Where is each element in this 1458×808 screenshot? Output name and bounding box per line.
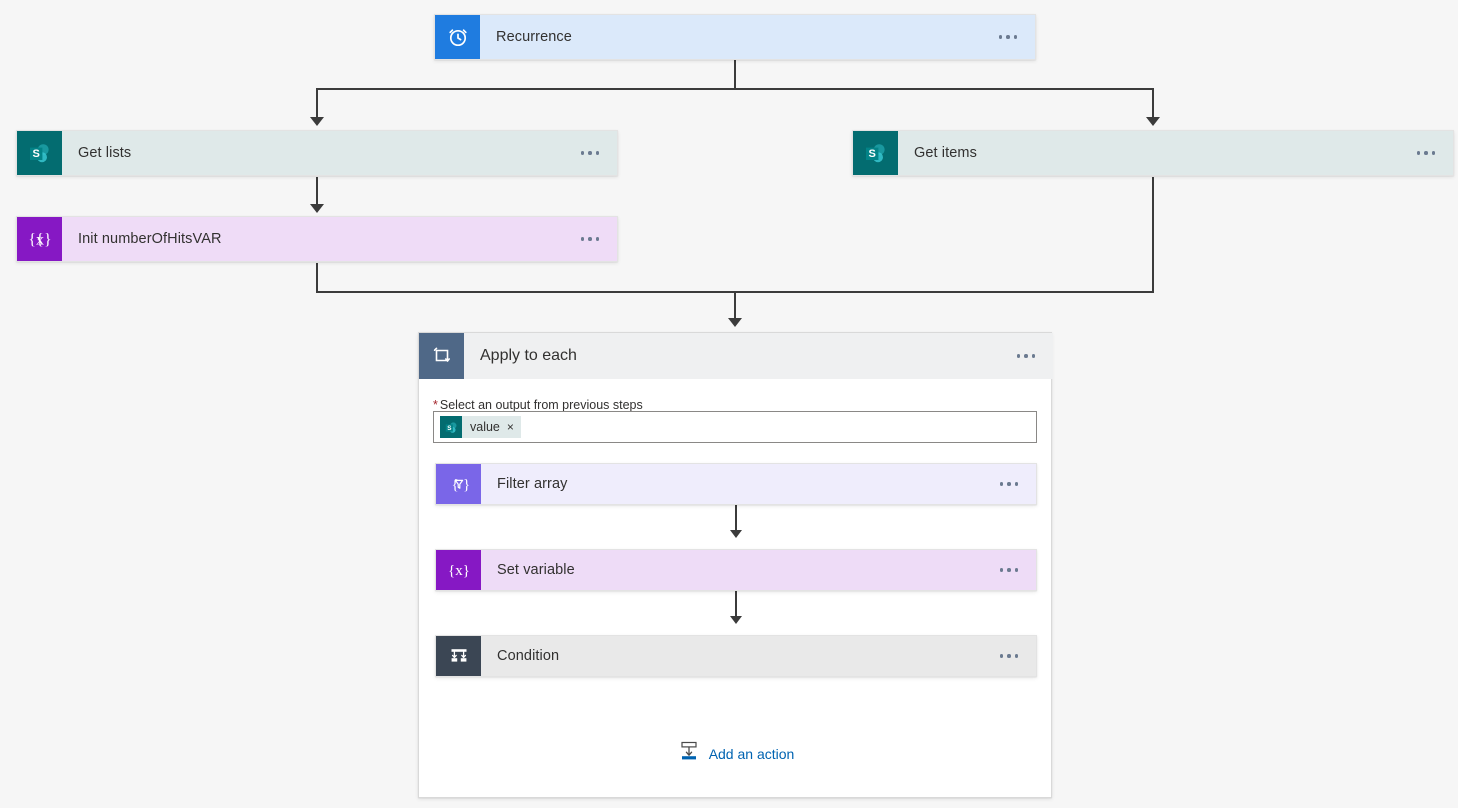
connector-getlists-to-initvar [316, 177, 318, 205]
variable-braces-icon: {x} [436, 550, 481, 590]
node-get-items[interactable]: S Get items [852, 130, 1454, 176]
node-recurrence-body: Recurrence [480, 15, 1035, 59]
svg-text:}: } [463, 477, 470, 493]
more-options-icon[interactable] [1413, 145, 1440, 161]
node-get-lists-body: Get lists [62, 131, 617, 175]
connector-recurrence-stem [734, 60, 736, 89]
alarm-clock-icon [435, 15, 480, 59]
node-recurrence[interactable]: Recurrence [434, 14, 1036, 60]
svg-text:{: { [451, 477, 458, 493]
connector-filter-to-setvar [735, 504, 737, 531]
more-options-icon[interactable] [1013, 348, 1040, 364]
apply-to-each-header[interactable]: Apply to each [419, 333, 1053, 379]
more-options-icon[interactable] [577, 231, 604, 247]
condition-branch-icon [436, 636, 481, 676]
connector-fork-right-stem [1152, 88, 1154, 118]
select-output-input[interactable]: S value × [433, 411, 1037, 443]
node-title: Recurrence [496, 29, 572, 45]
svg-text:S: S [447, 425, 451, 432]
sharepoint-icon: S [853, 131, 898, 175]
node-apply-to-each[interactable]: Apply to each *Select an output from pre… [418, 332, 1053, 798]
node-title: Filter array [497, 476, 568, 492]
filter-funnel-icon: { } [436, 464, 481, 504]
connector-arrow-set-variable [730, 530, 742, 538]
add-an-action-button[interactable]: Add an action [419, 739, 1053, 768]
node-title: Init numberOfHitsVAR [78, 231, 222, 247]
add-an-action-label: Add an action [708, 745, 795, 762]
node-title: Get items [914, 145, 977, 161]
svg-text:{x}: {x} [28, 232, 51, 249]
token-chip-value[interactable]: S value × [440, 416, 521, 438]
svg-text:S: S [32, 148, 39, 160]
loop-icon [419, 333, 464, 379]
more-options-icon[interactable] [996, 476, 1023, 492]
node-get-lists[interactable]: S Get lists [16, 130, 618, 176]
node-condition-body: Condition [481, 636, 1036, 676]
connector-arrow-condition [730, 616, 742, 624]
node-set-variable[interactable]: {x} Set variable [435, 549, 1037, 591]
connector-setvar-to-condition [735, 590, 737, 617]
token-label: value [470, 420, 500, 434]
more-options-icon[interactable] [996, 648, 1023, 664]
node-filter-array[interactable]: { } Filter array [435, 463, 1037, 505]
insert-action-icon [678, 739, 700, 768]
connector-initvar-down-stem [316, 263, 318, 292]
more-options-icon[interactable] [577, 145, 604, 161]
node-set-variable-body: Set variable [481, 550, 1036, 590]
node-title: Condition [497, 648, 560, 664]
select-output-label-text: Select an output from previous steps [439, 398, 643, 412]
sharepoint-icon: S [17, 131, 62, 175]
variable-braces-icon: { {x} [17, 217, 62, 261]
sharepoint-icon: S [440, 416, 462, 438]
connector-arrow-apply-to-each [728, 318, 742, 327]
connector-arrow-init-variable [310, 204, 324, 213]
more-options-icon[interactable] [996, 562, 1023, 578]
connector-fork-bar [316, 88, 1154, 90]
connector-arrow-get-lists [310, 117, 324, 126]
select-output-label: *Select an output from previous steps [433, 398, 643, 412]
required-marker: * [433, 398, 438, 412]
apply-to-each-header-body: Apply to each [464, 333, 1053, 379]
svg-text:{: { [36, 232, 44, 249]
connector-merge-stem [734, 291, 736, 319]
close-icon[interactable]: × [506, 420, 514, 434]
connector-fork-left-stem [316, 88, 318, 118]
connector-arrow-get-items [1146, 117, 1160, 126]
node-condition[interactable]: Condition [435, 635, 1037, 677]
node-filter-array-body: Filter array [481, 464, 1036, 504]
svg-text:S: S [868, 148, 875, 160]
more-options-icon[interactable] [995, 29, 1022, 45]
connector-getitems-down-stem [1152, 177, 1154, 292]
node-get-items-body: Get items [898, 131, 1453, 175]
node-init-variable[interactable]: { {x} Init numberOfHitsVAR [16, 216, 618, 262]
node-title: Set variable [497, 562, 575, 578]
node-init-variable-body: Init numberOfHitsVAR [62, 217, 617, 261]
svg-text:{x}: {x} [448, 563, 470, 579]
node-title: Apply to each [480, 347, 577, 364]
node-title: Get lists [78, 145, 132, 161]
